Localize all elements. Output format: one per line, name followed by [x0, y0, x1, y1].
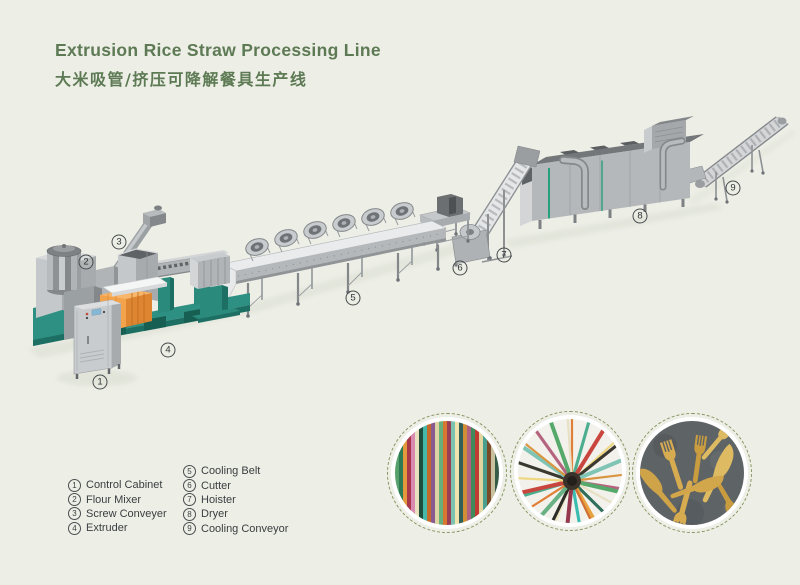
legend-label: Extruder — [86, 522, 128, 535]
callout-4-extruder: 4 — [160, 342, 176, 358]
legend-item-cooling-belt: 5 Cooling Belt — [183, 464, 288, 478]
callout-5-cooling-belt: 5 — [345, 290, 361, 306]
legend-label: Dryer — [201, 508, 228, 521]
cooling-conveyor — [685, 116, 789, 204]
page-title: Extrusion Rice Straw Processing Line 大米吸… — [55, 40, 381, 90]
legend-item-flour-mixer: 2 Flour Mixer — [68, 492, 167, 507]
cooling-fans — [245, 202, 416, 262]
callout-7-hoister: 7 — [496, 247, 512, 263]
callout-8-dryer: 8 — [632, 208, 648, 224]
legend-label: Control Cabinet — [86, 479, 163, 492]
legend-item-extruder: 4 Extruder — [68, 521, 167, 535]
legend-num: 3 — [68, 507, 81, 521]
cooling-belt — [207, 202, 447, 318]
photo-white-ring — [391, 417, 503, 529]
legend-item-control-cabinet: 1 Control Cabinet — [68, 478, 167, 492]
callout-1-control-cabinet: 1 — [92, 374, 108, 390]
photo-straws-fanned — [510, 411, 630, 531]
legend-label: Cutter — [201, 479, 231, 492]
control-cabinet — [73, 299, 121, 379]
title-english: Extrusion Rice Straw Processing Line — [55, 40, 381, 60]
legend-item-screw-conveyer: 3 Screw Conveyer — [68, 507, 167, 521]
legend-item-hoister: 7 Hoister — [183, 493, 288, 507]
photo-biodegradable-cutlery — [632, 413, 752, 533]
photo-image — [518, 419, 622, 523]
callout-3-screw-conveyer: 3 — [111, 234, 127, 250]
legend-num: 7 — [183, 493, 196, 507]
photo-straws-vertical — [387, 413, 507, 533]
legend-num: 9 — [183, 522, 196, 536]
photo-white-ring — [514, 415, 626, 527]
legend-label: Cooling Belt — [201, 465, 261, 478]
callout-9-cooling-conveyor: 9 — [725, 180, 741, 196]
legend-item-dryer: 8 Dryer — [183, 507, 288, 521]
legend-item-cutter: 6 Cutter — [183, 478, 288, 493]
legend-label: Flour Mixer — [86, 493, 142, 506]
legend-num: 2 — [68, 493, 81, 507]
hoister — [451, 145, 541, 267]
legend-label: Cooling Conveyor — [201, 522, 289, 535]
legend-num: 6 — [183, 479, 196, 493]
legend-num: 4 — [68, 521, 81, 535]
legend-num: 5 — [183, 464, 196, 478]
callout-6-cutter: 6 — [452, 260, 468, 276]
legend-label: Screw Conveyer — [86, 507, 167, 520]
legend-column-1: 1 Control Cabinet 2 Flour Mixer 3 Screw Con… — [68, 478, 167, 536]
callout-2-flour-mixer: 2 — [78, 254, 94, 270]
legend-item-cooling-conveyor: 9 Cooling Conveyor — [183, 522, 288, 536]
dryer — [520, 116, 704, 229]
flour-mixer — [33, 244, 120, 346]
photo-image — [640, 421, 744, 525]
legend-num: 1 — [68, 478, 81, 492]
legend-num: 8 — [183, 507, 196, 521]
photo-white-ring — [636, 417, 748, 529]
legend-label: Hoister — [201, 493, 236, 506]
title-chinese: 大米吸管/挤压可降解餐具生产线 — [55, 70, 308, 89]
photo-image — [395, 421, 499, 525]
